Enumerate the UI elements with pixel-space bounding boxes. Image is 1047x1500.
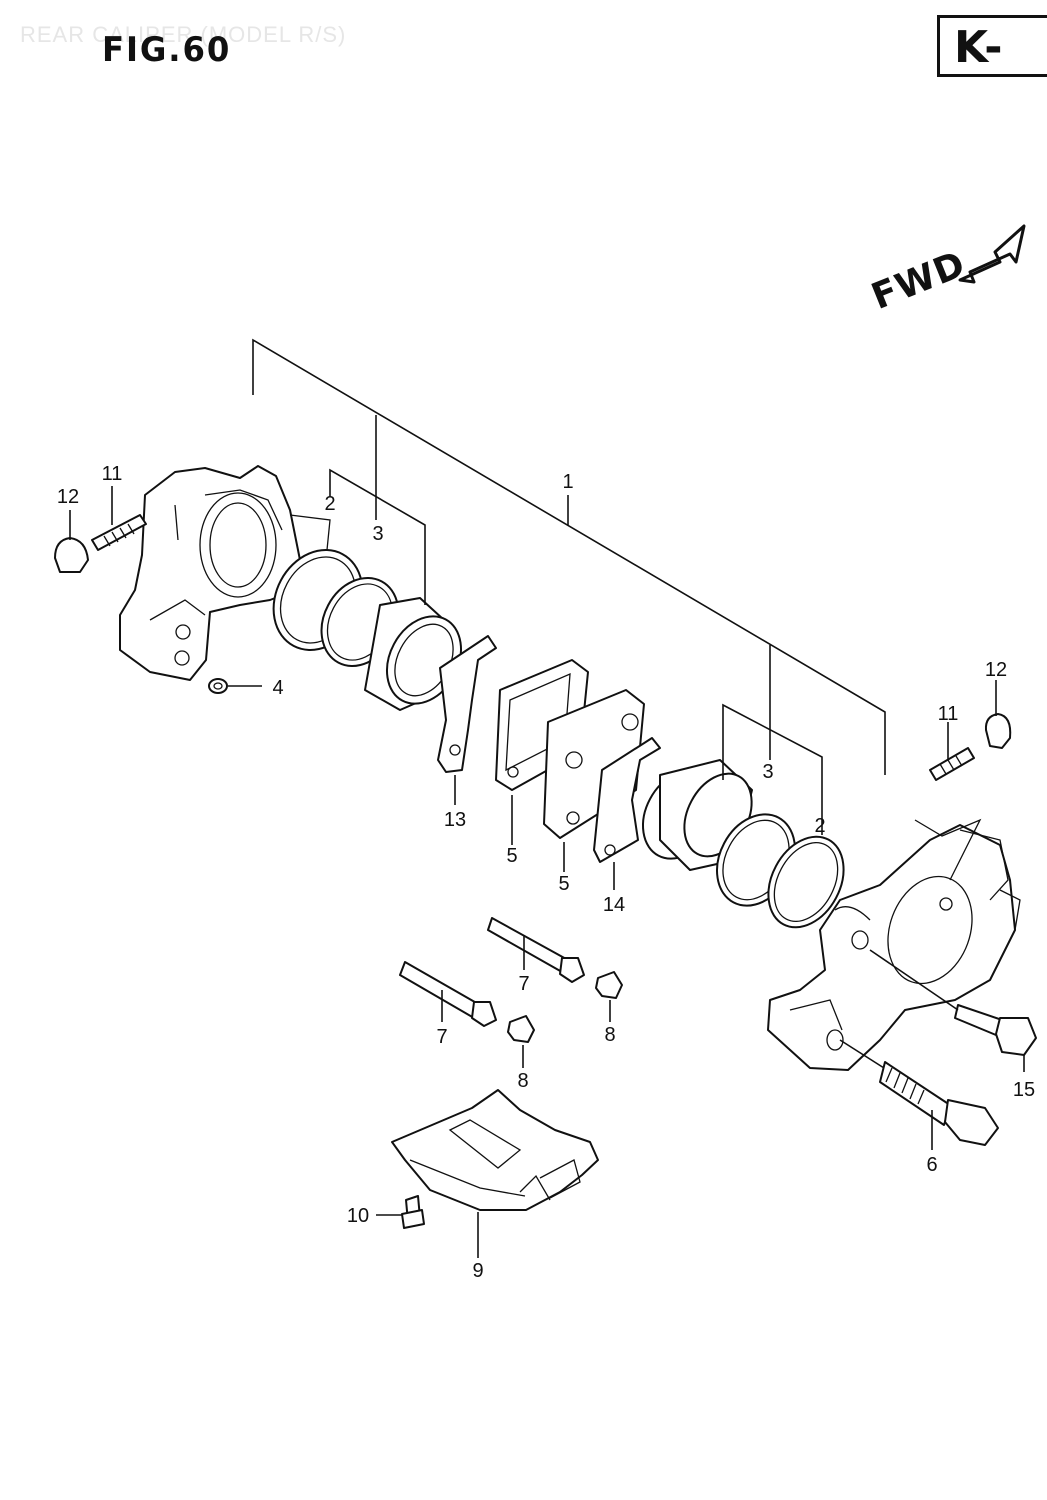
callout-3-right: 3 bbox=[762, 761, 773, 783]
seal-group-brackets bbox=[329, 468, 823, 835]
callout-11-right: 11 bbox=[938, 703, 959, 725]
callout-7-a: 7 bbox=[518, 973, 529, 995]
callout-14: 14 bbox=[603, 894, 625, 916]
right-caliper-body bbox=[767, 824, 1021, 1071]
cover-screw-10 bbox=[401, 1195, 425, 1229]
caliper-cover-9 bbox=[391, 1089, 599, 1211]
callout-2-right: 2 bbox=[814, 815, 825, 837]
leader-lines bbox=[69, 486, 1025, 1258]
callout-10: 10 bbox=[347, 1205, 369, 1227]
bleeder-screw-right bbox=[914, 747, 982, 911]
callout-4: 4 bbox=[272, 677, 283, 699]
pin-plug-8-a bbox=[595, 971, 623, 999]
model-code-box: K- bbox=[937, 15, 1047, 77]
mounting-bolt-6 bbox=[839, 1039, 999, 1146]
callout-1: 1 bbox=[562, 471, 573, 493]
left-caliper-body bbox=[119, 465, 331, 681]
callout-8-b: 8 bbox=[517, 1070, 528, 1092]
callout-12-left: 12 bbox=[57, 486, 79, 508]
callout-6: 6 bbox=[926, 1154, 937, 1176]
callout-13: 13 bbox=[444, 809, 466, 831]
forward-arrow-icon bbox=[958, 224, 1026, 284]
slide-pin-7-b bbox=[399, 961, 497, 1027]
callout-labels: 1 2 2 3 3 4 5 5 6 7 7 8 8 9 10 11 11 12 … bbox=[57, 463, 1035, 1282]
bleeder-cap-right bbox=[984, 713, 1012, 749]
slide-pin-7-a bbox=[487, 917, 585, 983]
pin-plug-8-b bbox=[507, 1015, 535, 1043]
callout-7-b: 7 bbox=[436, 1026, 447, 1048]
figure-title: FIG.60 bbox=[102, 30, 232, 70]
callout-12-right: 12 bbox=[985, 659, 1007, 681]
dust-seal-right bbox=[767, 835, 845, 929]
model-code: K- bbox=[954, 22, 1003, 73]
assembly-bracket-1 bbox=[252, 338, 886, 775]
callout-3-left: 3 bbox=[372, 523, 383, 545]
callout-8-a: 8 bbox=[604, 1024, 615, 1046]
callout-5-a: 5 bbox=[506, 845, 517, 867]
callout-9: 9 bbox=[472, 1260, 483, 1282]
callout-15: 15 bbox=[1013, 1079, 1035, 1101]
callout-2-left: 2 bbox=[324, 493, 335, 515]
brake-pad-5-b bbox=[543, 689, 645, 839]
pad-shim-13 bbox=[437, 635, 497, 773]
bleeder-cap-left bbox=[54, 537, 89, 573]
bleeder-screw-left bbox=[91, 514, 147, 551]
callout-11-left: 11 bbox=[102, 463, 123, 485]
pad-shim-14 bbox=[593, 737, 661, 863]
mounting-bolt-15 bbox=[869, 949, 1037, 1056]
washer-4 bbox=[208, 678, 228, 694]
callout-5-b: 5 bbox=[558, 873, 569, 895]
faint-header-title: REAR CALIPER (MODEL R/S) bbox=[20, 22, 347, 47]
